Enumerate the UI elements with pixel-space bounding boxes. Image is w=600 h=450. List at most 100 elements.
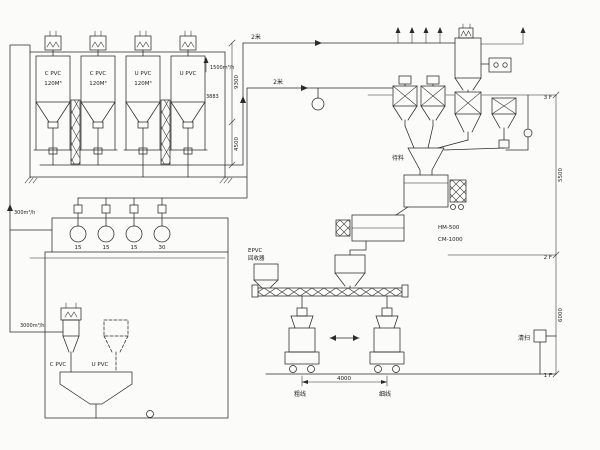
silo-2: C PVC 120M³ [78,30,118,166]
flow-rate-label: 300m³/h [14,210,35,216]
discharge-pump [146,410,154,418]
up-arrow-icon [203,57,209,63]
right-arrow-icon [301,85,308,91]
cleaning-label: 清扫 [518,334,530,342]
dim-9300: 9300 [234,75,240,89]
blower-2: 15 [97,197,115,251]
silo-body [35,55,71,103]
dim-5500: 5500 [558,168,564,182]
right-hopper [491,94,533,151]
surge-hopper [334,254,366,289]
dim-6000: 6000 [558,308,564,322]
filter-zigzag [46,41,60,48]
silo-1: C PVC 120M³ [33,30,73,166]
weigh-hopper-1 [392,75,418,127]
silo-body [80,55,116,103]
cleaning-unit: 清扫 [518,329,557,375]
silo-dimension: 9300 4500 3883 [206,39,240,169]
flow-rate-label: 1500m³/h [210,65,234,71]
filter-zigzag [181,41,195,48]
up-arrow-icon [240,96,246,103]
silo-body [125,55,161,103]
flow-rate-label: 3000m³/h [20,323,44,329]
elevation-dimension: 3 F 2 F 1 F 5500 6000 [447,91,564,379]
dim-4500: 4500 [234,137,240,151]
line-name-left: 粗线 [294,390,306,398]
silo-label: U PVC [135,71,152,77]
rotary-valve [138,147,148,155]
floor-2-label: 2 F [544,255,552,261]
recycler-label-2: 回收器 [248,254,265,262]
vent-arrow-icon [395,27,401,33]
cpvc-label: C PVC [50,362,67,368]
silo-volume: 120M³ [134,80,151,87]
blower-power: 15 [75,245,82,251]
filter-zigzag [91,41,105,48]
mixer-motor [449,179,467,203]
collecting-bin [59,371,133,419]
recovery-system: 3000m³/h C PVC U PVC [20,251,229,419]
shuttle-arrow [329,335,360,341]
converging-chutes [404,125,505,151]
feed-funnel: 待料 [392,147,445,176]
silo-farm: C PVC 120M³ C PVC 120M³ [24,30,240,184]
floor-3-label: 3 F [544,95,552,101]
up-arrow-icon [7,204,13,211]
screw-conveyor [251,284,409,309]
silo-volume: 120M³ [89,80,106,87]
blower-power: 15 [103,245,110,251]
recycler-label-1: EPVC [248,248,263,254]
vent-arrow-icon [437,27,443,33]
cooling-mixer [335,214,405,256]
silo-volume: 120M³ [44,80,61,87]
cm-model-label: CM-1000 [438,237,463,243]
packing-area: 4000 粗线 细线 [265,307,557,398]
silo-label: C PVC [45,71,62,77]
span-dimension: 4000 [301,375,388,387]
silo-platform [29,51,226,179]
vent-arrow-icon [423,27,429,33]
small-cyclone [60,302,82,373]
blower-power: 30 [159,245,166,251]
silo-label: C PVC [90,71,107,77]
pneumatic-pipes: 2米 2米 [7,33,456,333]
filter-zigzag [460,30,472,37]
rotary-valve [183,147,193,155]
day-silo [454,23,482,141]
piping-loop [44,251,229,419]
vent-arrow-icon [409,27,415,33]
silo-4: U PVC [168,30,208,178]
silo-3: U PVC 120M³ [123,30,163,178]
dim-3883: 3883 [206,94,219,100]
rotary-valve [48,147,58,155]
silo-body [170,55,206,103]
transfer-chute [395,206,409,216]
flow-1500: 1500m³/h [203,57,234,73]
upvc-label: U PVC [92,362,109,368]
line-name-right: 细线 [379,390,391,398]
ground-hatch [24,177,233,184]
filter-zigzag [64,311,78,318]
filter-zigzag [136,41,150,48]
pipe-label: 2米 [273,78,283,86]
blower-power: 15 [131,245,138,251]
blower-1: 15 [69,197,87,251]
bucket-elevator-1 [70,99,81,165]
vent-arrow-icon [520,27,526,33]
small-pump [523,128,533,138]
receiving-group [367,23,557,151]
blower-station: 15 15 15 30 300m³/h [14,197,229,259]
packing-station-2 [369,307,405,373]
hm-model-label: HM-500 [438,225,460,231]
blower-frame [51,217,229,253]
right-arrow-icon [315,40,322,46]
silo-label: U PVC [180,71,197,77]
rotary-valve [93,147,103,155]
heating-mixer [403,174,467,210]
blower-3: 15 [125,197,143,251]
epvc-recycler: EPVC 回收器 [248,248,279,289]
packing-station-1 [284,307,320,373]
weigh-hopper-2 [420,75,446,127]
blower-4: 30 [153,197,171,251]
